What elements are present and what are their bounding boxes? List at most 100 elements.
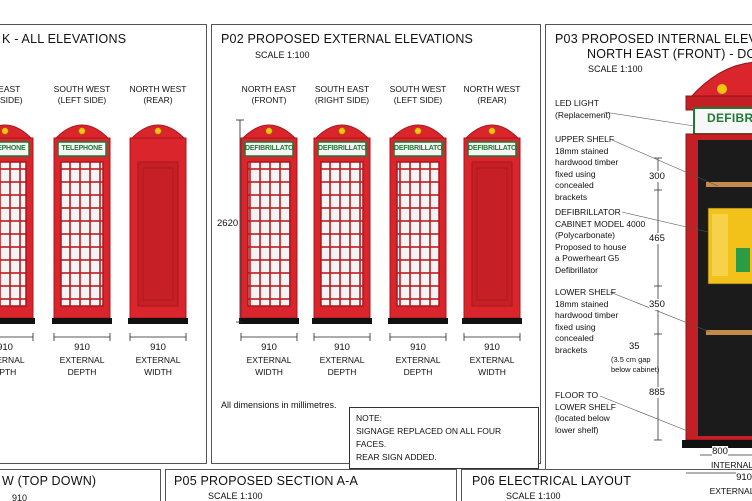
defib-l4: Proposed to house — [555, 241, 627, 252]
note-heading: NOTE: — [356, 413, 382, 423]
p03-upper-shelf-label: UPPER SHELF 18mm stained hardwood timber… — [555, 134, 618, 203]
p03-dim-350: 350 — [649, 299, 665, 310]
p03-dim-885: 885 — [649, 387, 665, 398]
panel-p05-scale: SCALE 1:100 — [208, 491, 263, 501]
p01-view-1-dim-cap2: EPTH — [0, 367, 17, 377]
floor-l4: lower shelf) — [555, 424, 599, 435]
phone-box-p02-2 — [312, 124, 372, 341]
upper-l1: UPPER SHELF — [555, 134, 615, 144]
p02-view-4-name-l2: (REAR) — [477, 95, 507, 105]
p01-view-2-name-l2: (LEFT SIDE) — [57, 95, 107, 105]
panel-p03-scale: SCALE 1:100 — [588, 64, 643, 74]
lower-l5: concealed — [555, 333, 594, 343]
phone-box-p02-4 — [462, 124, 522, 341]
crown-icon — [338, 127, 346, 135]
defib-l1: DEFIBRILLATOR — [555, 207, 621, 217]
p01-view-1-name-l1: H EAST — [0, 84, 21, 94]
p02-view-4-dim-cap2: WIDTH — [478, 367, 506, 377]
p01-view-3-dim: 910 EXTERNAL WIDTH — [136, 342, 181, 378]
p01-view-2-dim-cap2: DEPTH — [67, 367, 97, 377]
crown-icon — [78, 127, 86, 135]
p02-view-4-name: NORTH WEST (REAR) — [464, 84, 521, 106]
p02-view-2-dim-value: 910 — [334, 342, 350, 353]
p02-view-4-dim-value: 910 — [484, 342, 500, 353]
crown-icon — [717, 84, 727, 94]
floor-l1: FLOOR TO — [555, 390, 599, 400]
phone-box-p01-2 — [52, 124, 112, 341]
crown-icon — [154, 127, 162, 135]
p03-dim-35: 35 — [629, 341, 640, 352]
p02-view-3-name: SOUTH WEST (LEFT SIDE) — [390, 84, 447, 106]
p03-gap-note: (3.5 cm gap below cabinet) — [611, 355, 659, 375]
p03-defib-label: DEFIBRILLATOR CABINET MODEL 4000 (Polyca… — [555, 207, 645, 276]
crown-icon — [1, 127, 9, 135]
floor-l2: LOWER SHELF — [555, 401, 616, 412]
p01-view-2-dim-value: 910 — [74, 342, 90, 353]
p02-view-1-dim: 910 EXTERNAL WIDTH — [247, 342, 292, 378]
panel-p04 — [0, 469, 161, 501]
gap-l1: (3.5 cm gap — [611, 355, 651, 364]
p02-view-2-dim: 910 EXTERNAL DEPTH — [320, 342, 365, 378]
p02-view-4-name-l1: NORTH WEST — [463, 84, 521, 94]
panel-p03-title-line2: NORTH EAST (FRONT) - DOOR — [587, 47, 752, 61]
p01-view-2-dim: 910 EXTERNAL DEPTH — [60, 342, 105, 378]
p03-floor-label: FLOOR TO LOWER SHELF (located below lowe… — [555, 390, 616, 436]
gap-l2: below cabinet) — [611, 365, 660, 374]
panel-p03-title-line1: P03 PROPOSED INTERNAL ELEVATIO — [555, 32, 752, 46]
panel-p05-title: P05 PROPOSED SECTION A-A — [174, 474, 359, 488]
p01-view-1-name-l2: FT SIDE) — [0, 95, 23, 105]
p02-view-3-name-l2: (LEFT SIDE) — [393, 95, 443, 105]
p03-dim-800: 800 — [712, 446, 728, 458]
led-l2: (Replacement) — [555, 109, 611, 120]
p01-view-3-dim-cap2: WIDTH — [144, 367, 172, 377]
p02-height-dimension — [236, 119, 244, 323]
sign-text-p02-1: DEFIBRILLATOR — [245, 145, 293, 152]
p02-view-1-name-l1: NORTH EAST — [241, 84, 297, 94]
p01-view-3-dim-cap1: EXTERNAL — [135, 355, 181, 365]
defibrillator-unit — [736, 248, 750, 272]
p03-led-label: LED LIGHT (Replacement) — [555, 98, 611, 121]
p02-view-2-name-l2: (RIGHT SIDE) — [314, 95, 370, 105]
p02-view-4-dim: 910 EXTERNAL WIDTH — [470, 342, 515, 378]
p01-view-1-name: H EAST FT SIDE) — [0, 84, 23, 106]
crown-icon — [488, 127, 496, 135]
p02-view-3-dim: 910 EXTERNAL DEPTH — [396, 342, 441, 378]
p01-view-3-name-l2: (REAR) — [143, 95, 173, 105]
crown-icon — [414, 127, 422, 135]
p01-view-2-dim-cap1: EXTERNAL — [59, 355, 105, 365]
p01-view-2-name-l1: SOUTH WEST — [53, 84, 111, 94]
p02-view-4-dim-cap1: EXTERNAL — [469, 355, 515, 365]
p02-view-1-dim-cap2: WIDTH — [255, 367, 283, 377]
p02-view-1-dim-value: 910 — [261, 342, 277, 353]
sign-text-p02-2: DEFIBRILLATOR — [318, 145, 366, 152]
p03-internal-label: INTERNAL — [710, 460, 752, 470]
p02-view-3-dim-value: 910 — [410, 342, 426, 353]
panel-p02-scale: SCALE 1:100 — [255, 50, 310, 60]
p02-view-1-name-l2: (FRONT) — [251, 95, 287, 105]
panel-p06-title: P06 ELECTRICAL LAYOUT — [472, 474, 632, 488]
phone-box-p02-1 — [239, 124, 299, 341]
lower-l4: fixed using — [555, 321, 596, 332]
p01-view-2-name: SOUTH WEST (LEFT SIDE) — [54, 84, 111, 106]
p02-view-1-name: NORTH EAST (FRONT) — [242, 84, 297, 106]
lower-l2: 18mm stained — [555, 298, 609, 309]
p02-view-2-name: SOUTH EAST (RIGHT SIDE) — [315, 84, 369, 106]
lower-l3: hardwood timber — [555, 310, 619, 320]
p02-view-3-name-l1: SOUTH WEST — [389, 84, 447, 94]
panel-p01-title: K - ALL ELEVATIONS — [2, 32, 127, 46]
sign-text-p01-2: TELEPHONE — [61, 145, 103, 152]
lower-l1: LOWER SHELF — [555, 287, 616, 297]
p03-interior-box — [599, 61, 752, 474]
note-line-1: SIGNAGE REPLACED ON ALL FOUR FACES. — [356, 426, 502, 449]
p02-view-2-dim-cap1: EXTERNAL — [319, 355, 365, 365]
p03-lower-shelf-label: LOWER SHELF 18mm stained hardwood timber… — [555, 287, 618, 356]
phone-box-p02-3 — [388, 124, 448, 341]
p01-view-3-dim-value: 910 — [150, 342, 166, 353]
defib-l5: a Powerheart G5 — [555, 253, 620, 263]
panel-p02-title: P02 PROPOSED EXTERNAL ELEVATIONS — [221, 32, 474, 46]
panel-p04-title: W (TOP DOWN) — [2, 474, 97, 488]
lower-shelf — [706, 330, 752, 335]
sign-text-p01-1: TELEPHONE — [0, 145, 26, 152]
p03-sign-text: DEFIBRILL — [707, 111, 752, 125]
